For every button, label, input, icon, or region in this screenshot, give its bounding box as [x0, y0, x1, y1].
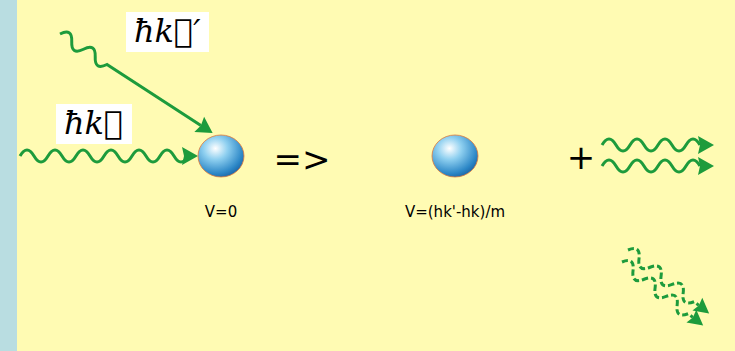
scattered-photon — [617, 256, 708, 332]
wave-vector-label: ħk⃗′ — [134, 14, 201, 49]
arrowhead — [182, 147, 198, 165]
atom-sphere — [432, 135, 478, 177]
implies-symbol: => — [274, 141, 331, 178]
wave-label-box: ħk⃗′ — [126, 12, 209, 52]
wave-vector-label: ħk⃗ — [64, 106, 124, 141]
arrowhead — [698, 157, 714, 175]
photon-wave — [20, 150, 188, 162]
background-panel — [17, 0, 735, 351]
arrowhead — [698, 136, 714, 154]
plus-symbol: + — [567, 139, 596, 176]
wave-label-box: ħk⃗ — [56, 104, 132, 144]
velocity-label: V=0 — [205, 204, 237, 221]
atom-sphere — [198, 135, 244, 177]
velocity-label: V=(hk'-hk)/m — [405, 204, 505, 221]
photon-wave — [602, 139, 700, 172]
